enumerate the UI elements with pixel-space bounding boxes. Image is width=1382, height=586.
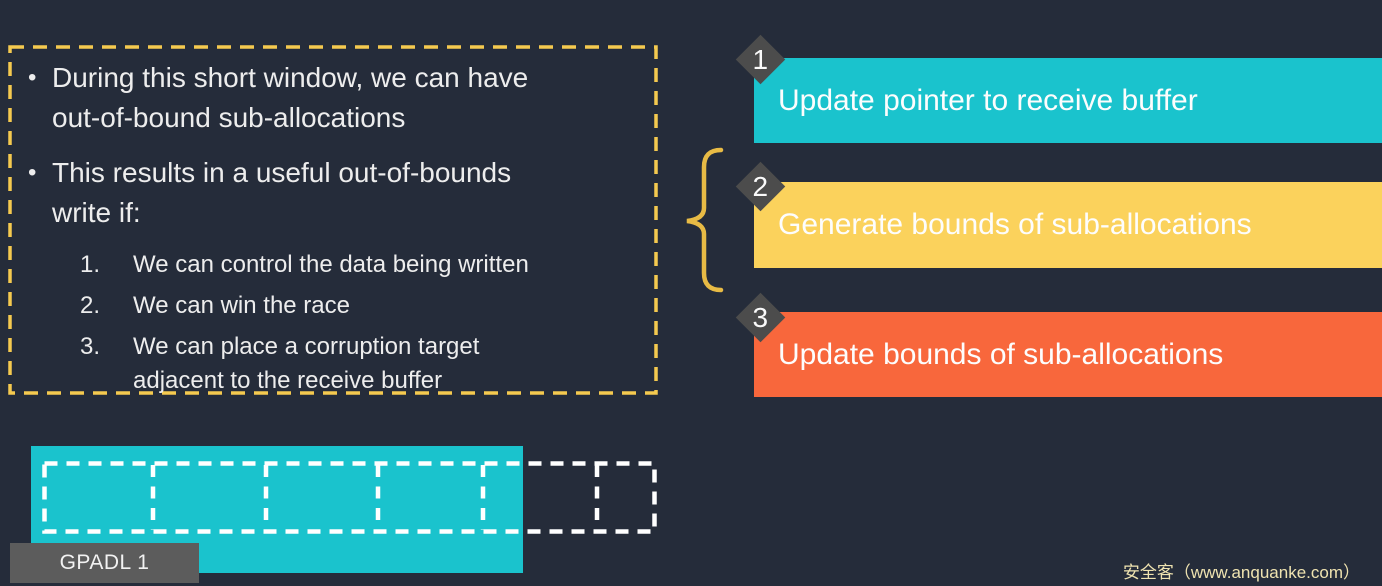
bullet-marker: • [28, 64, 37, 91]
list-item: 2. We can win the race [80, 289, 644, 323]
step-number: 1 [752, 43, 769, 75]
bullet-text: During this short window, we can have ou… [52, 62, 529, 133]
bullet-item: • During this short window, we can have … [28, 58, 644, 138]
list-item: 1. We can control the data being written [80, 248, 644, 282]
step-number: 2 [752, 170, 769, 202]
list-text: We can control the data being written [133, 251, 529, 278]
watermark: 安全客（www.anquanke.com） [1122, 563, 1360, 582]
list-text: We can place a corruption target adjacen… [133, 333, 480, 394]
step-label: Generate bounds of sub-allocations [778, 208, 1252, 241]
notes-panel: • During this short window, we can have … [8, 45, 658, 395]
step-label: Update bounds of sub-allocations [778, 337, 1224, 371]
gpadl-label-text: GPADL 1 [59, 551, 150, 574]
list-number: 2. [80, 292, 101, 319]
brace-icon [686, 147, 724, 293]
step-bar-2: Generate bounds of sub-allocations [754, 182, 1382, 268]
list-item: 3. We can place a corruption target adja… [80, 330, 644, 398]
step-label: Update pointer to receive buffer [778, 83, 1198, 117]
list-number: 3. [80, 333, 101, 360]
notes-content: • During this short window, we can have … [8, 45, 658, 395]
bullet-marker: • [28, 159, 37, 186]
step-bar-3: Update bounds of sub-allocations [754, 312, 1382, 397]
step-bar-1: Update pointer to receive buffer [754, 58, 1382, 143]
gpadl-label: GPADL 1 [10, 543, 199, 583]
step-number: 3 [752, 301, 769, 333]
list-text: We can win the race [133, 292, 350, 319]
sub-allocation-cells [42, 461, 657, 534]
numbered-list: 1. We can control the data being written… [80, 248, 644, 398]
bullet-text: This results in a useful out-of-bounds w… [52, 157, 512, 228]
bullet-item: • This results in a useful out-of-bounds… [28, 153, 644, 233]
list-number: 1. [80, 251, 101, 278]
